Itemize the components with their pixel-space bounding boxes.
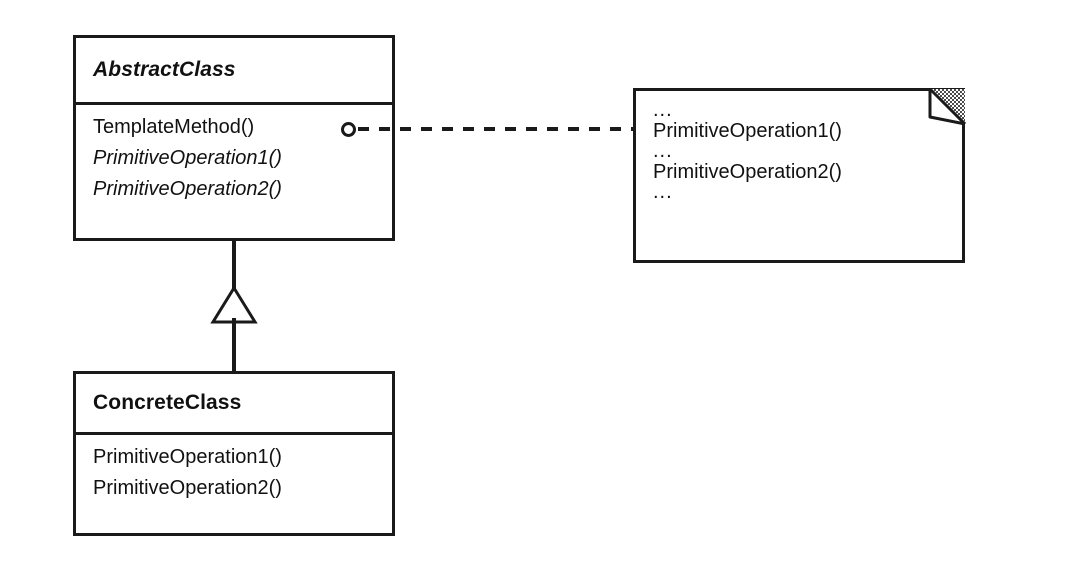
generalization-line-upper: [232, 241, 236, 291]
operation-template-method: TemplateMethod(): [93, 116, 255, 138]
note-line-primitive-operation-2: PrimitiveOperation2(): [653, 161, 842, 183]
generalization-line-lower: [232, 318, 236, 373]
note-link-socket-icon: [341, 122, 356, 137]
operations-compartment-concreteclass: PrimitiveOperation1() PrimitiveOperation…: [76, 435, 392, 504]
class-name-abstractclass: AbstractClass: [76, 38, 392, 105]
operations-compartment-abstractclass: TemplateMethod() PrimitiveOperation1() P…: [76, 105, 392, 205]
note-line-ellipsis-2: ...: [653, 140, 673, 162]
operation-primitive-operation-1: PrimitiveOperation1(): [93, 147, 282, 169]
class-box-concreteclass[interactable]: ConcreteClass PrimitiveOperation1() Prim…: [73, 371, 395, 536]
note-line-primitive-operation-1: PrimitiveOperation1(): [653, 120, 842, 142]
note-line-ellipsis-1: ...: [653, 99, 673, 121]
concrete-operation-primitive-operation-2: PrimitiveOperation2(): [93, 477, 282, 499]
note-link-dashed-line: [358, 127, 635, 131]
note-text: ... PrimitiveOperation1() ... PrimitiveO…: [653, 99, 955, 203]
concrete-operation-primitive-operation-1: PrimitiveOperation1(): [93, 446, 282, 468]
operation-primitive-operation-2: PrimitiveOperation2(): [93, 178, 282, 200]
note-box-template-method-body[interactable]: ... PrimitiveOperation1() ... PrimitiveO…: [633, 87, 966, 263]
class-box-abstractclass[interactable]: AbstractClass TemplateMethod() Primitive…: [73, 35, 395, 241]
class-name-concreteclass: ConcreteClass: [76, 374, 392, 435]
note-line-ellipsis-3: ...: [653, 181, 673, 203]
note-body: [633, 88, 965, 263]
